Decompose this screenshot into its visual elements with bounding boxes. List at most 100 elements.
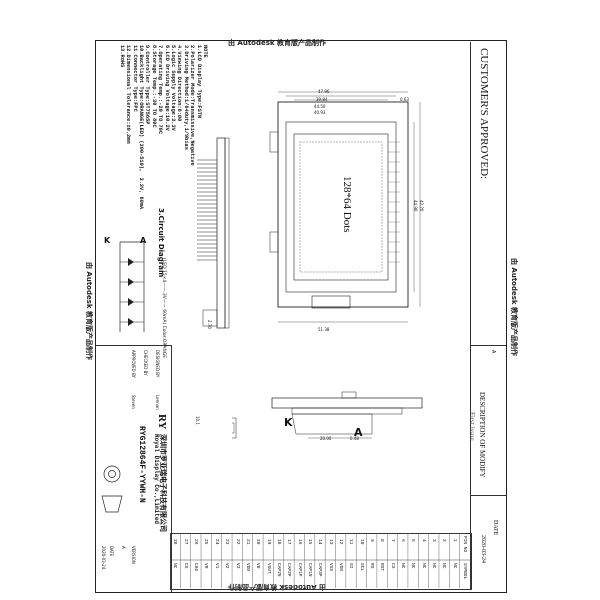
connector-a-label: A	[354, 426, 363, 439]
pin-table	[170, 533, 472, 590]
pin-symbol: CS	[182, 563, 188, 569]
title-block	[96, 345, 172, 592]
dim-label: 0.63	[400, 97, 409, 102]
pin-header-number: PIN NO	[462, 536, 468, 553]
pin-symbol: NC	[420, 563, 426, 569]
pin-symbol: VR	[203, 563, 209, 569]
pin-symbol: V2	[224, 563, 230, 569]
module-bottom-view	[232, 391, 423, 439]
pin-number: 12	[337, 539, 343, 545]
dim-label: 51.38	[318, 327, 330, 332]
title-date-label: DATE	[109, 546, 114, 557]
pin-symbol: NC	[410, 563, 416, 569]
description-of-modify: DESCRIPTION OF MODIFY	[478, 392, 486, 478]
note-item: 10.Backlight Type:ORANGE(LED) (300-510)、…	[137, 45, 144, 210]
connector-k-label: K	[284, 416, 293, 429]
pin-symbol: V1	[213, 563, 219, 569]
rev-a: A	[490, 350, 496, 354]
customer-approved: CUSTOMER'S APPROVED:	[478, 48, 490, 180]
watermark-right: 由 Autodesk 教育版产品制作	[510, 258, 518, 357]
pin-number: 22	[234, 539, 240, 545]
circuit-cathode-label: K	[104, 236, 111, 245]
pin-symbol: V3	[234, 563, 240, 569]
pin-symbol: CAP1P	[296, 563, 302, 577]
dim-label: 47.96	[318, 89, 330, 94]
pin-number: 26	[193, 539, 199, 545]
pin-number: 18	[275, 539, 281, 545]
display-label: 128*64 Dots	[341, 176, 353, 233]
pin-header-symbol: SYMBOL	[462, 563, 468, 580]
pin-table-grid	[170, 533, 470, 588]
pin-symbol: CAP2N	[275, 563, 281, 577]
drawing-sheet	[95, 40, 507, 593]
pin-number: 5	[410, 539, 416, 542]
side-dim: 2.70	[207, 320, 212, 329]
pin-number: 2	[441, 539, 447, 542]
pin-symbol: CAP3P	[317, 563, 323, 577]
dim-label: 40.93	[314, 110, 326, 115]
dim-label: 42.20	[419, 200, 424, 212]
pin-symbol: NC	[400, 563, 406, 569]
pin-symbol: C86	[193, 563, 199, 572]
note-item: 6.LCD Driving Voltage:10.2V	[163, 45, 170, 131]
pin-symbol: NC	[451, 563, 457, 569]
pin-symbol: RST	[379, 563, 385, 572]
watermark-left: 由 Autodesk 教育版产品制作	[85, 262, 93, 361]
header-column	[470, 42, 507, 590]
header-divider-1	[470, 345, 506, 346]
header-divider-2	[470, 495, 506, 496]
pin-number: 14	[317, 539, 323, 545]
approver-name: Steven	[131, 395, 136, 409]
pin-number: 16	[296, 539, 302, 545]
pin-symbol: NC	[431, 563, 437, 569]
pin-number: 9	[369, 539, 374, 542]
designer-name: Lennon	[155, 395, 160, 410]
checked-by-label: CHECKED BY	[143, 350, 148, 376]
pin-number: 10	[358, 539, 364, 545]
pin-symbol: CAP2P	[286, 563, 292, 577]
pin-symbol: RS	[369, 563, 374, 569]
pin-number: 21	[244, 539, 250, 545]
pin-number: 23	[224, 539, 230, 545]
pin-number: 28	[172, 539, 178, 545]
dim-label: 0.48	[350, 436, 359, 441]
title-date-value: 2020-03-24	[101, 546, 106, 570]
pin-symbol: SCL	[358, 563, 364, 572]
projection-symbol-icon	[101, 465, 123, 513]
note-item: 8.Storage Temp.:-30 TO 80C	[150, 45, 157, 128]
dim-label: 10.1	[195, 416, 200, 425]
watermark-top: 由 Autodesk 教育版产品制作	[228, 39, 327, 47]
version-label: VERSION	[131, 546, 136, 564]
module-side-view	[197, 137, 230, 329]
led-circuit	[119, 241, 145, 332]
first-issue: First issue	[468, 412, 476, 441]
part-number: RYG12864F-YYWH-N	[137, 426, 146, 503]
pin-number: 11	[348, 539, 354, 545]
pin-symbol: SI	[348, 563, 354, 569]
pin-number: 7	[389, 539, 395, 542]
pin-symbol: NC	[172, 563, 178, 569]
approved-by-label: APPROVED BY	[131, 350, 136, 379]
dim-label: 44.50	[314, 104, 326, 109]
pin-number: 24	[213, 539, 219, 545]
pin-number: 1	[451, 539, 457, 542]
pin-symbol: V0	[255, 563, 261, 569]
note-item: 12.Dimensional Tolerance:±0.2mm	[125, 45, 132, 144]
pin-number: 3	[431, 539, 437, 542]
pin-number: 4	[420, 539, 426, 542]
led-symbols	[120, 258, 144, 326]
note-item: 5.Logic Supply Voltage:3.3V	[169, 45, 176, 131]
note-item: 11.Connector Type:FPC	[131, 45, 138, 112]
designed-by-label: DESIGNED BY	[155, 350, 160, 378]
pin-number: 27	[182, 539, 188, 545]
pin-number: 20	[255, 539, 261, 545]
module-front-view	[269, 91, 421, 323]
pin-symbol: CS	[389, 563, 395, 569]
date-value: 2020-03-24	[480, 535, 486, 563]
pin-number: 6	[400, 539, 406, 542]
note-item: 7.Operating Temp.:-20 TO 70C	[157, 45, 164, 135]
pin-symbol: VSS	[327, 563, 333, 572]
pin-number: 17	[286, 539, 292, 545]
company-name-en: Royal Display Co.,Limited	[153, 434, 160, 525]
pin-number: 8	[379, 539, 385, 542]
